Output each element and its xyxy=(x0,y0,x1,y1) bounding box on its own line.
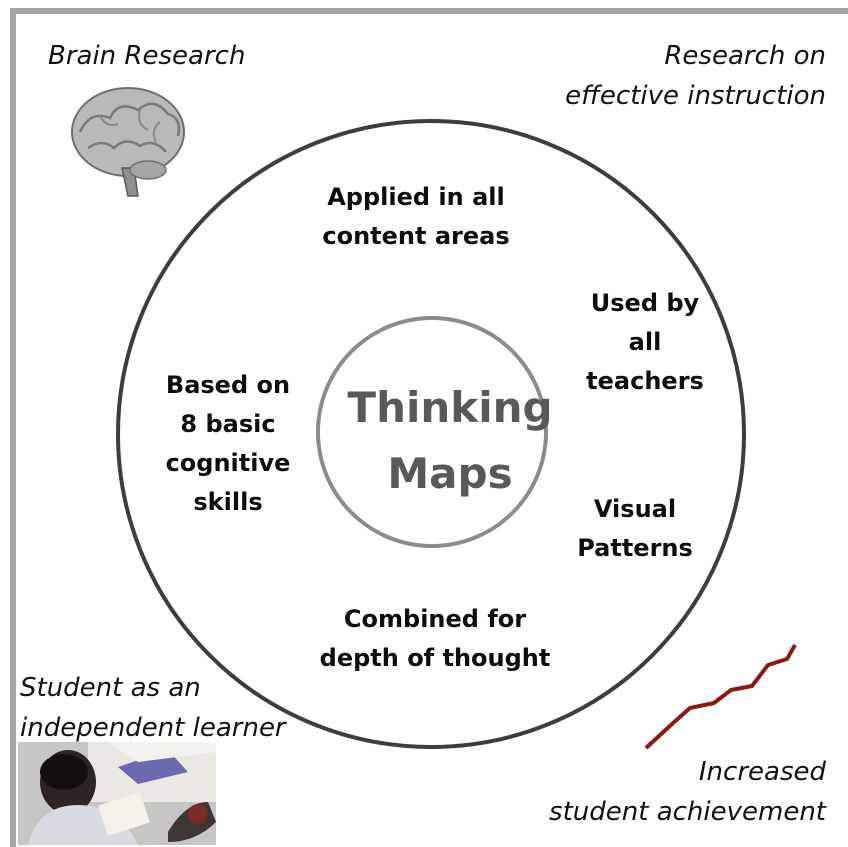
visual-patterns-text: Visual Patterns xyxy=(560,490,710,568)
depth-of-thought-line-1: Combined for xyxy=(343,605,527,633)
student-achievement-line-1: Increased xyxy=(698,757,826,787)
all-teachers-line-1: Used by xyxy=(590,289,700,317)
independent-learner-line-2: independent learner xyxy=(20,713,286,743)
cognitive-skills-line-4: skills xyxy=(193,488,263,516)
visual-patterns-line-1: Visual xyxy=(593,495,677,523)
research-instruction-line-1: Research on xyxy=(664,41,826,71)
all-teachers-line-2: all xyxy=(628,328,662,356)
student-achievement-line-2: student achievement xyxy=(549,797,826,827)
student-photo-illustration xyxy=(18,742,216,845)
frame-top-border xyxy=(10,8,848,14)
independent-learner-line-1: Student as an xyxy=(20,673,201,703)
cognitive-skills-line-3: cognitive xyxy=(165,449,291,477)
student-achievement-label: Increased student achievement xyxy=(549,752,826,832)
depth-of-thought-text: Combined for depth of thought xyxy=(290,600,580,678)
all-teachers-text: Used by all teachers xyxy=(560,284,730,401)
thinking-maps-title: Thinking Maps xyxy=(320,375,580,507)
research-instruction-label: Research on effective instruction xyxy=(565,36,826,116)
outer-circle xyxy=(116,119,746,749)
frame-left-border xyxy=(10,8,16,847)
achievement-trend-line xyxy=(644,644,797,750)
content-areas-line-2: content areas xyxy=(322,222,510,250)
inner-circle xyxy=(316,316,548,548)
cognitive-skills-line-2: 8 basic xyxy=(180,410,276,438)
brain-research-line-1: Brain Research xyxy=(48,41,246,71)
brain-image xyxy=(71,87,185,197)
content-areas-line-1: Applied in all xyxy=(327,183,505,211)
depth-of-thought-line-2: depth of thought xyxy=(319,644,551,672)
independent-learner-label: Student as an independent learner xyxy=(20,668,286,748)
research-instruction-line-2: effective instruction xyxy=(565,81,826,111)
content-areas-text: Applied in all content areas xyxy=(300,178,532,256)
brain-research-label: Brain Research xyxy=(48,36,245,76)
title-line-1: Thinking xyxy=(347,383,553,432)
visual-patterns-line-2: Patterns xyxy=(577,534,693,562)
cognitive-skills-text: Based on 8 basic cognitive skills xyxy=(140,366,316,522)
all-teachers-line-3: teachers xyxy=(586,367,704,395)
title-line-2: Maps xyxy=(387,449,513,498)
cognitive-skills-line-1: Based on xyxy=(165,371,291,399)
student-photo xyxy=(18,742,216,845)
